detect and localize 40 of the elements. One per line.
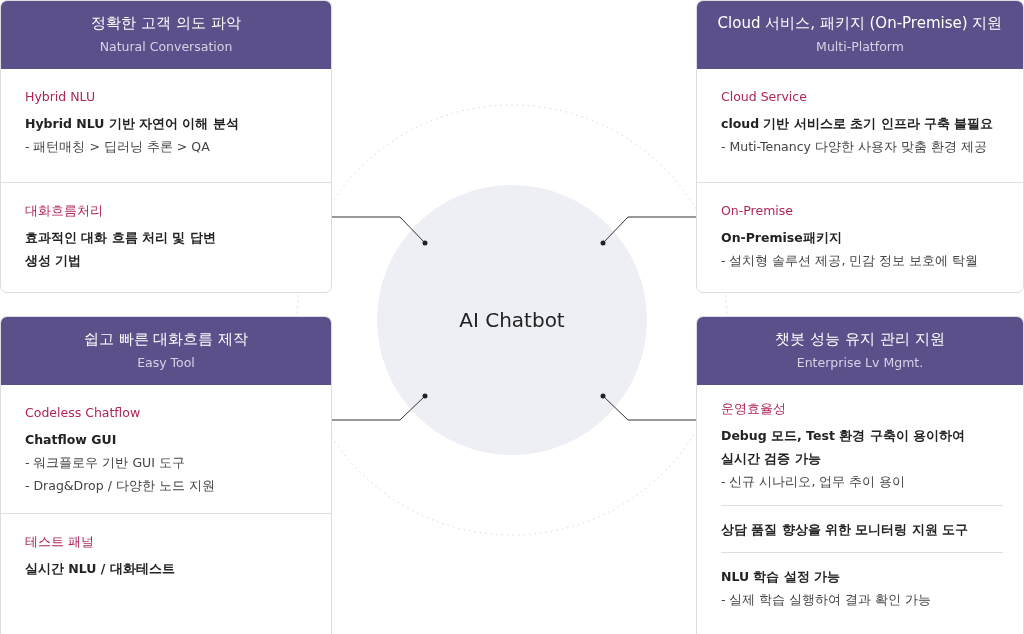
feature-text: 효과적인 대화 흐름 처리 및 답변 생성 기법: [25, 229, 217, 270]
card-subtitle: Easy Tool: [137, 355, 195, 370]
feature-text: Debug 모드, Test 환경 구축이 용이하여 실시간 검증 가능: [721, 427, 966, 468]
feature-text: On-Premise패키지: [721, 229, 843, 247]
connector-line: [600, 393, 697, 421]
card-title: 정확한 고객 의도 파악: [91, 14, 241, 33]
feature-detail: - 패턴매칭 > 딥러닝 추론 > QA: [25, 138, 211, 156]
connector-line: [331, 216, 428, 246]
center-label: AI Chatbot: [459, 308, 565, 332]
feature-text: NLU 학습 설정 가능: [721, 568, 842, 586]
card-title: Cloud 서비스, 패키지 (On-Premise) 지원: [717, 14, 1003, 33]
feature-card: [696, 0, 1024, 293]
section-heading: 테스트 패널: [25, 533, 95, 551]
connector-line: [331, 393, 428, 421]
feature-text: 상담 품질 향상을 위한 모니터링 지원 도구: [721, 521, 970, 539]
feature-card: [0, 316, 332, 634]
section-heading: 대화흐름처리: [25, 202, 104, 220]
card-title: 쉽고 빠른 대화흐름 제작: [83, 330, 249, 349]
section-heading: On-Premise: [721, 202, 794, 220]
feature-text: Hybrid NLU 기반 자연어 이해 분석: [25, 115, 240, 133]
feature-detail: - Drag&Drop / 다양한 노드 지원: [25, 477, 216, 495]
card-subtitle: Natural Conversation: [99, 39, 233, 54]
section-heading: Hybrid NLU: [25, 88, 97, 106]
feature-text: cloud 기반 서비스로 초기 인프라 구축 불필요: [721, 115, 995, 133]
feature-detail: - 워크플로우 기반 GUI 도구: [25, 454, 186, 472]
connector-line: [600, 216, 697, 246]
feature-detail: - 신규 시나리오, 업무 추이 용이: [721, 473, 907, 491]
card-subtitle: Enterprise Lv Mgmt.: [796, 355, 924, 370]
card-subtitle: Multi-Platform: [816, 39, 904, 54]
section-heading: Cloud Service: [721, 88, 808, 106]
section-heading: Codeless Chatflow: [25, 404, 142, 422]
section-heading: 운영효율성: [721, 400, 787, 418]
feature-text: 실시간 NLU / 대화테스트: [25, 560, 176, 578]
feature-detail: - Muti-Tenancy 다양한 사용자 맞춤 환경 제공: [721, 138, 988, 156]
card-title: 챗봇 성능 유지 관리 지원: [775, 330, 945, 349]
feature-card: [696, 316, 1024, 634]
feature-text: Chatflow GUI: [25, 431, 118, 449]
feature-detail: - 실제 학습 실행하여 결과 확인 가능: [721, 591, 933, 609]
feature-card: [0, 0, 332, 293]
feature-detail: - 설치형 솔루션 제공, 민감 정보 보호에 탁월: [721, 252, 980, 270]
